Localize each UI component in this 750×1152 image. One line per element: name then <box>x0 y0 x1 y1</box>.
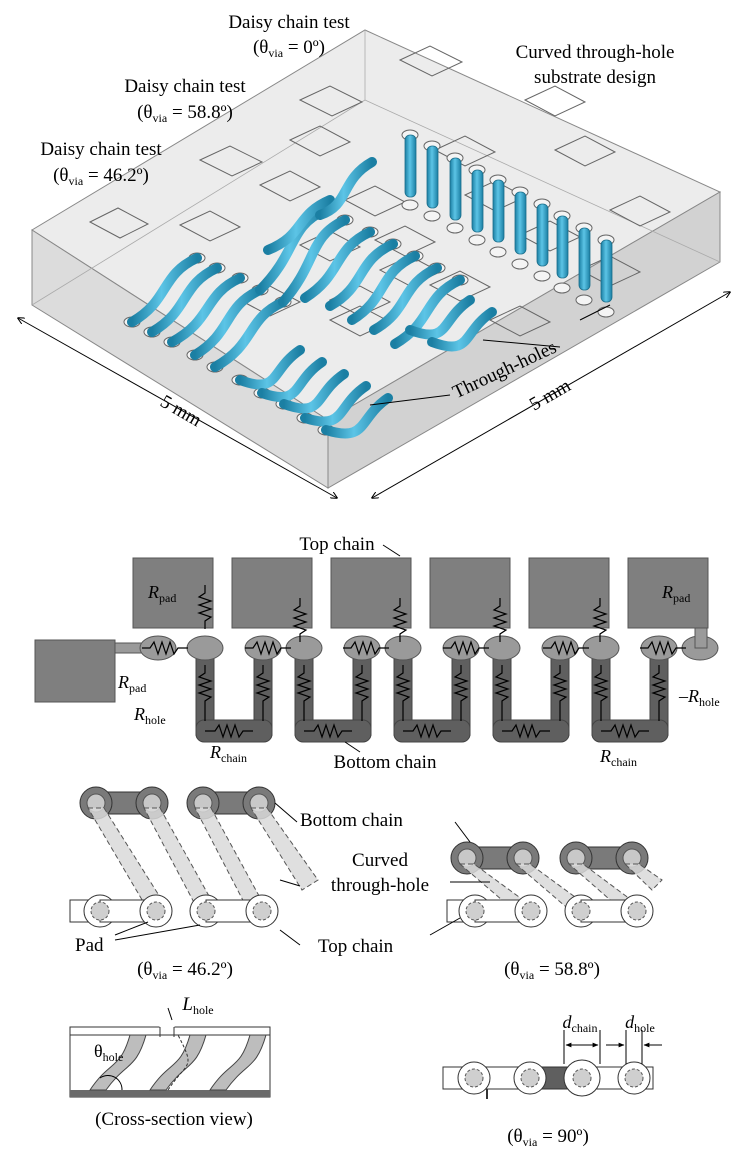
daisy2-line2: (θvia = 46.2º) <box>53 165 149 188</box>
curved-line2: through-hole <box>331 875 429 896</box>
bottom-chain-label: Bottom chain <box>334 752 437 773</box>
d-chain-label: dchain <box>563 1012 598 1035</box>
resistance-model <box>34 544 719 753</box>
theta-hole-label: θhole <box>94 1041 123 1064</box>
d-hole-label: dhole <box>625 1012 655 1035</box>
bottom-chain-c-label: Bottom chain <box>300 810 403 831</box>
r-chain-right-label: Rchain <box>599 746 637 769</box>
chain-90-degree <box>442 1030 662 1099</box>
chain-geometry-left <box>69 786 319 946</box>
daisy0-line2: (θvia = 0º) <box>253 37 325 60</box>
r-pad-right-label: Rpad <box>661 582 690 605</box>
l-hole-label: Lhole <box>181 994 213 1017</box>
straight-vias <box>404 134 613 303</box>
r-pad-top-label: Rpad <box>147 582 176 605</box>
daisy1-line2: (θvia = 58.8º) <box>137 102 233 125</box>
r-hole-left-label: Rhole <box>133 704 166 727</box>
r-pad-left-label: Rpad <box>117 672 146 695</box>
theta-90: (θvia = 90º) <box>507 1126 589 1149</box>
pad-label: Pad <box>75 935 104 956</box>
daisy1-line1: Daisy chain test <box>124 76 246 97</box>
curved-line1: Curved <box>352 850 408 871</box>
daisy2-line1: Daisy chain test <box>40 139 162 160</box>
dim-right-label: 5 mm <box>526 375 575 415</box>
title-line2: substrate design <box>534 67 656 88</box>
daisy0-line1: Daisy chain test <box>228 12 350 33</box>
chain-geometry-right <box>429 821 663 936</box>
r-chain-left-label: Rchain <box>209 742 247 765</box>
title-line1: Curved through-hole <box>516 42 675 63</box>
top-chain-c-label: Top chain <box>318 936 394 957</box>
r-hole-right-label: –Rhole <box>678 686 720 709</box>
cross-section <box>69 1007 271 1098</box>
top-chain-label: Top chain <box>299 534 375 555</box>
cross-section-caption: (Cross-section view) <box>95 1109 253 1130</box>
theta-right: (θvia = 58.8º) <box>504 959 600 982</box>
substrate-3d <box>18 29 730 498</box>
theta-left: (θvia = 46.2º) <box>137 959 233 982</box>
